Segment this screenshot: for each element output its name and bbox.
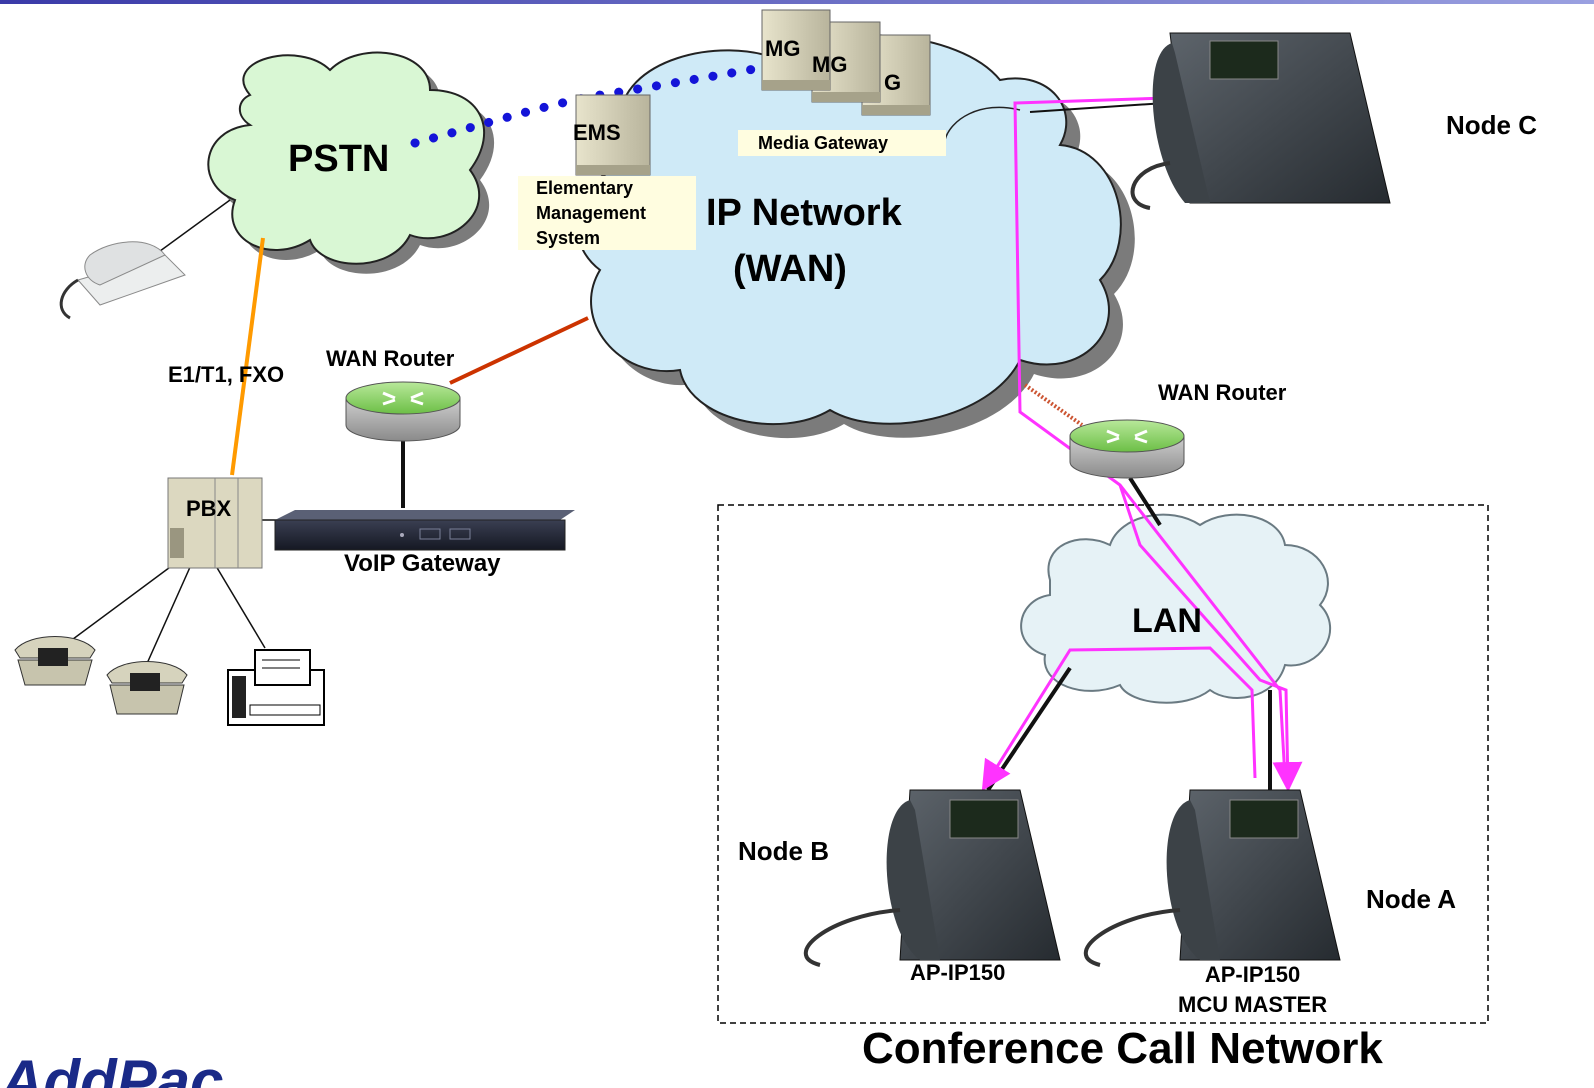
- node-a-label: Node A: [1366, 884, 1457, 914]
- media-gateway-label: Media Gateway: [738, 130, 946, 156]
- node-c-label: Node C: [1446, 110, 1537, 140]
- wan-router-left-link: [449, 316, 589, 385]
- fax-machine: [227, 649, 325, 726]
- voip-gateway-label: VoIP Gateway: [344, 550, 501, 577]
- desk-phone-1: [14, 636, 96, 686]
- call-path-node-a: [1118, 484, 1303, 792]
- pbx-cabinet: [167, 477, 263, 569]
- wan-router-right-label: WAN Router: [1158, 380, 1287, 405]
- analog-phone: [59, 241, 186, 320]
- ap-ip150-a-label: AP-IP150 MCU MASTER: [1178, 962, 1328, 1017]
- e1-fxo-link: [230, 237, 265, 476]
- header-bar: [0, 0, 1594, 4]
- conference-boundary: [717, 504, 1489, 1024]
- lan-node-b-link: [986, 666, 1072, 792]
- wan-router-left: [345, 381, 461, 442]
- ip-phone-node-b: [803, 789, 1061, 967]
- pbx-phone2-link: [144, 555, 196, 669]
- pbx-label: PBX: [186, 496, 232, 521]
- call-path-node-b: [981, 646, 1257, 792]
- node-b-label: Node B: [738, 836, 829, 866]
- logo-fragment: AddPac: [0, 1052, 224, 1088]
- pbx-fax-link: [209, 555, 266, 649]
- wan-router-right-link: [1023, 383, 1084, 427]
- pstn-label: PSTN: [288, 138, 390, 180]
- mg-server-2-label: MG: [812, 52, 848, 77]
- wan-router-left-label: WAN Router: [326, 346, 455, 371]
- router-lan-link: [1128, 476, 1162, 527]
- e1-fxo-label: E1/T1, FXO: [168, 362, 285, 387]
- voip-gateway-device: [274, 510, 575, 551]
- ems-server-label: EMS: [573, 120, 621, 145]
- desk-phone-2: [106, 661, 188, 715]
- ems-server: [575, 94, 651, 176]
- wan-router-right: [1069, 419, 1185, 479]
- ip-network-label: IP Network: [706, 192, 902, 234]
- pstn-cloud: [207, 51, 495, 274]
- ip-network-cloud: [575, 34, 1135, 439]
- mg-server-3-label: G: [884, 70, 902, 95]
- conference-network-title: Conference Call Network: [862, 1024, 1383, 1073]
- lan-label: LAN: [1132, 602, 1202, 640]
- ems-description: Elementary Management System: [518, 176, 696, 250]
- pbx-phone1-link: [64, 555, 186, 646]
- ip-phone-node-c: [1130, 32, 1391, 210]
- ip-phone-node-a: [1083, 789, 1341, 967]
- wan-label: (WAN): [733, 248, 847, 290]
- ap-ip150-b-label: AP-IP150: [910, 960, 1006, 985]
- mg-server-1-label: MG: [765, 36, 801, 61]
- mg-server-1: [761, 9, 831, 91]
